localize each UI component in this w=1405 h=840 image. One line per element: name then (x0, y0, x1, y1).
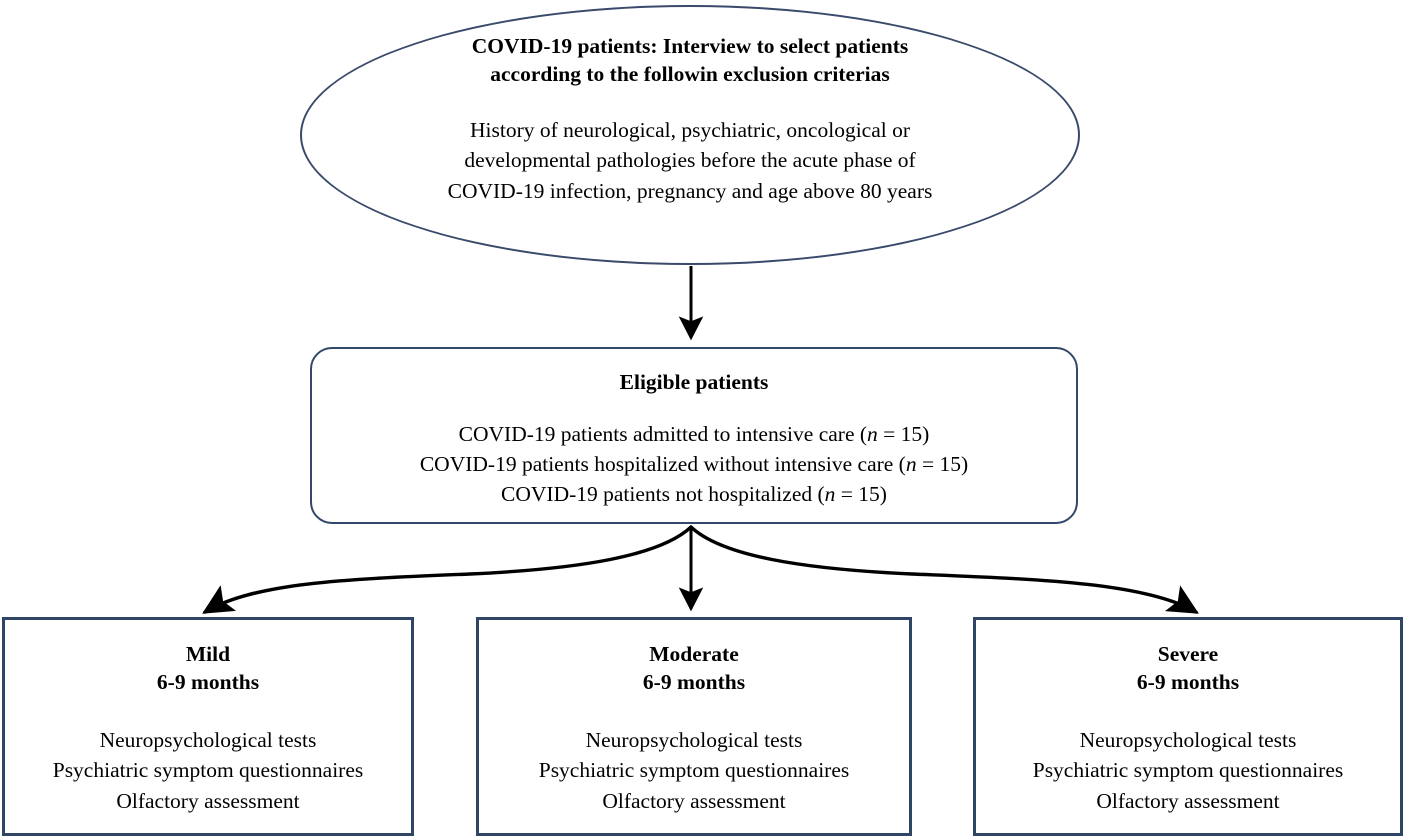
eligible-line-1-prefix: COVID-19 patients admitted to intensive … (458, 421, 868, 446)
node-group-mild: Mild 6-9 months Neuropsychological tests… (2, 617, 414, 836)
node-screening-title: COVID-19 patients: Interview to select p… (410, 33, 970, 89)
node-screening-body: History of neurological, psychiatric, on… (370, 115, 1010, 207)
node-severe-body: Neuropsychological tests Psychiatric sym… (1033, 725, 1344, 817)
node-eligible-title: Eligible patients (619, 370, 769, 394)
eligible-line-2-suffix: = 15) (916, 452, 969, 477)
node-mild-body: Neuropsychological tests Psychiatric sym… (53, 725, 364, 817)
moderate-title: Moderate (649, 642, 739, 666)
eligible-line-3-suffix: = 15) (835, 482, 887, 507)
eligible-line-1-suffix: = 15) (877, 421, 930, 446)
moderate-body-line-1: Neuropsychological tests (585, 727, 803, 752)
node-moderate-body: Neuropsychological tests Psychiatric sym… (539, 725, 850, 817)
severe-body-line-3: Olfactory assessment (1096, 788, 1280, 813)
mild-body-line-3: Olfactory assessment (116, 788, 300, 813)
moderate-body-line-2: Psychiatric symptom questionnaires (538, 758, 850, 783)
node-group-moderate: Moderate 6-9 months Neuropsychological t… (476, 617, 912, 836)
eligible-line-3-nvar: n (824, 482, 836, 507)
mild-body-line-2: Psychiatric symptom questionnaires (52, 758, 364, 783)
eligible-body-line-2: COVID-19 patients hospitalized without i… (420, 449, 968, 479)
severe-body-line-2: Psychiatric symptom questionnaires (1032, 758, 1344, 783)
severe-title: Severe (1157, 642, 1219, 666)
eligible-body-line-3: COVID-19 patients not hospitalized (n = … (420, 479, 968, 509)
eligible-line-2-prefix: COVID-19 patients hospitalized without i… (419, 452, 906, 477)
moderate-body-line-3: Olfactory assessment (602, 788, 786, 813)
node-moderate-title: Moderate 6-9 months (643, 640, 745, 697)
mild-title: Mild (185, 642, 231, 666)
severe-body-line-1: Neuropsychological tests (1079, 727, 1297, 752)
node-eligible-body: COVID-19 patients admitted to intensive … (420, 419, 968, 509)
moderate-subtitle: 6-9 months (642, 670, 746, 695)
edge-eligible-to-severe (689, 525, 1199, 614)
node-mild-title: Mild 6-9 months (157, 640, 259, 697)
node-group-severe: Severe 6-9 months Neuropsychological tes… (973, 617, 1403, 836)
mild-subtitle: 6-9 months (156, 670, 260, 695)
severe-subtitle: 6-9 months (1136, 670, 1240, 695)
eligible-line-2-nvar: n (905, 452, 917, 477)
screening-body-line-2: developmental pathologies before the acu… (464, 148, 916, 173)
screening-title-line-1: COVID-19 patients: Interview to select p… (471, 34, 909, 58)
eligible-body-line-1: COVID-19 patients admitted to intensive … (420, 419, 968, 449)
screening-body-line-3: COVID-19 infection, pregnancy and age ab… (447, 178, 933, 203)
screening-title-line-2: according to the followin exclusion crit… (490, 61, 890, 86)
node-severe-title: Severe 6-9 months (1137, 640, 1239, 697)
edge-eligible-to-mild (202, 525, 693, 614)
screening-body-line-1: History of neurological, psychiatric, on… (469, 117, 911, 142)
eligible-line-1-nvar: n (867, 421, 878, 446)
node-screening: COVID-19 patients: Interview to select p… (300, 5, 1080, 265)
node-eligible-patients: Eligible patients COVID-19 patients admi… (310, 347, 1078, 524)
mild-body-line-1: Neuropsychological tests (99, 727, 317, 752)
eligible-line-3-prefix: COVID-19 patients not hospitalized ( (501, 482, 825, 507)
